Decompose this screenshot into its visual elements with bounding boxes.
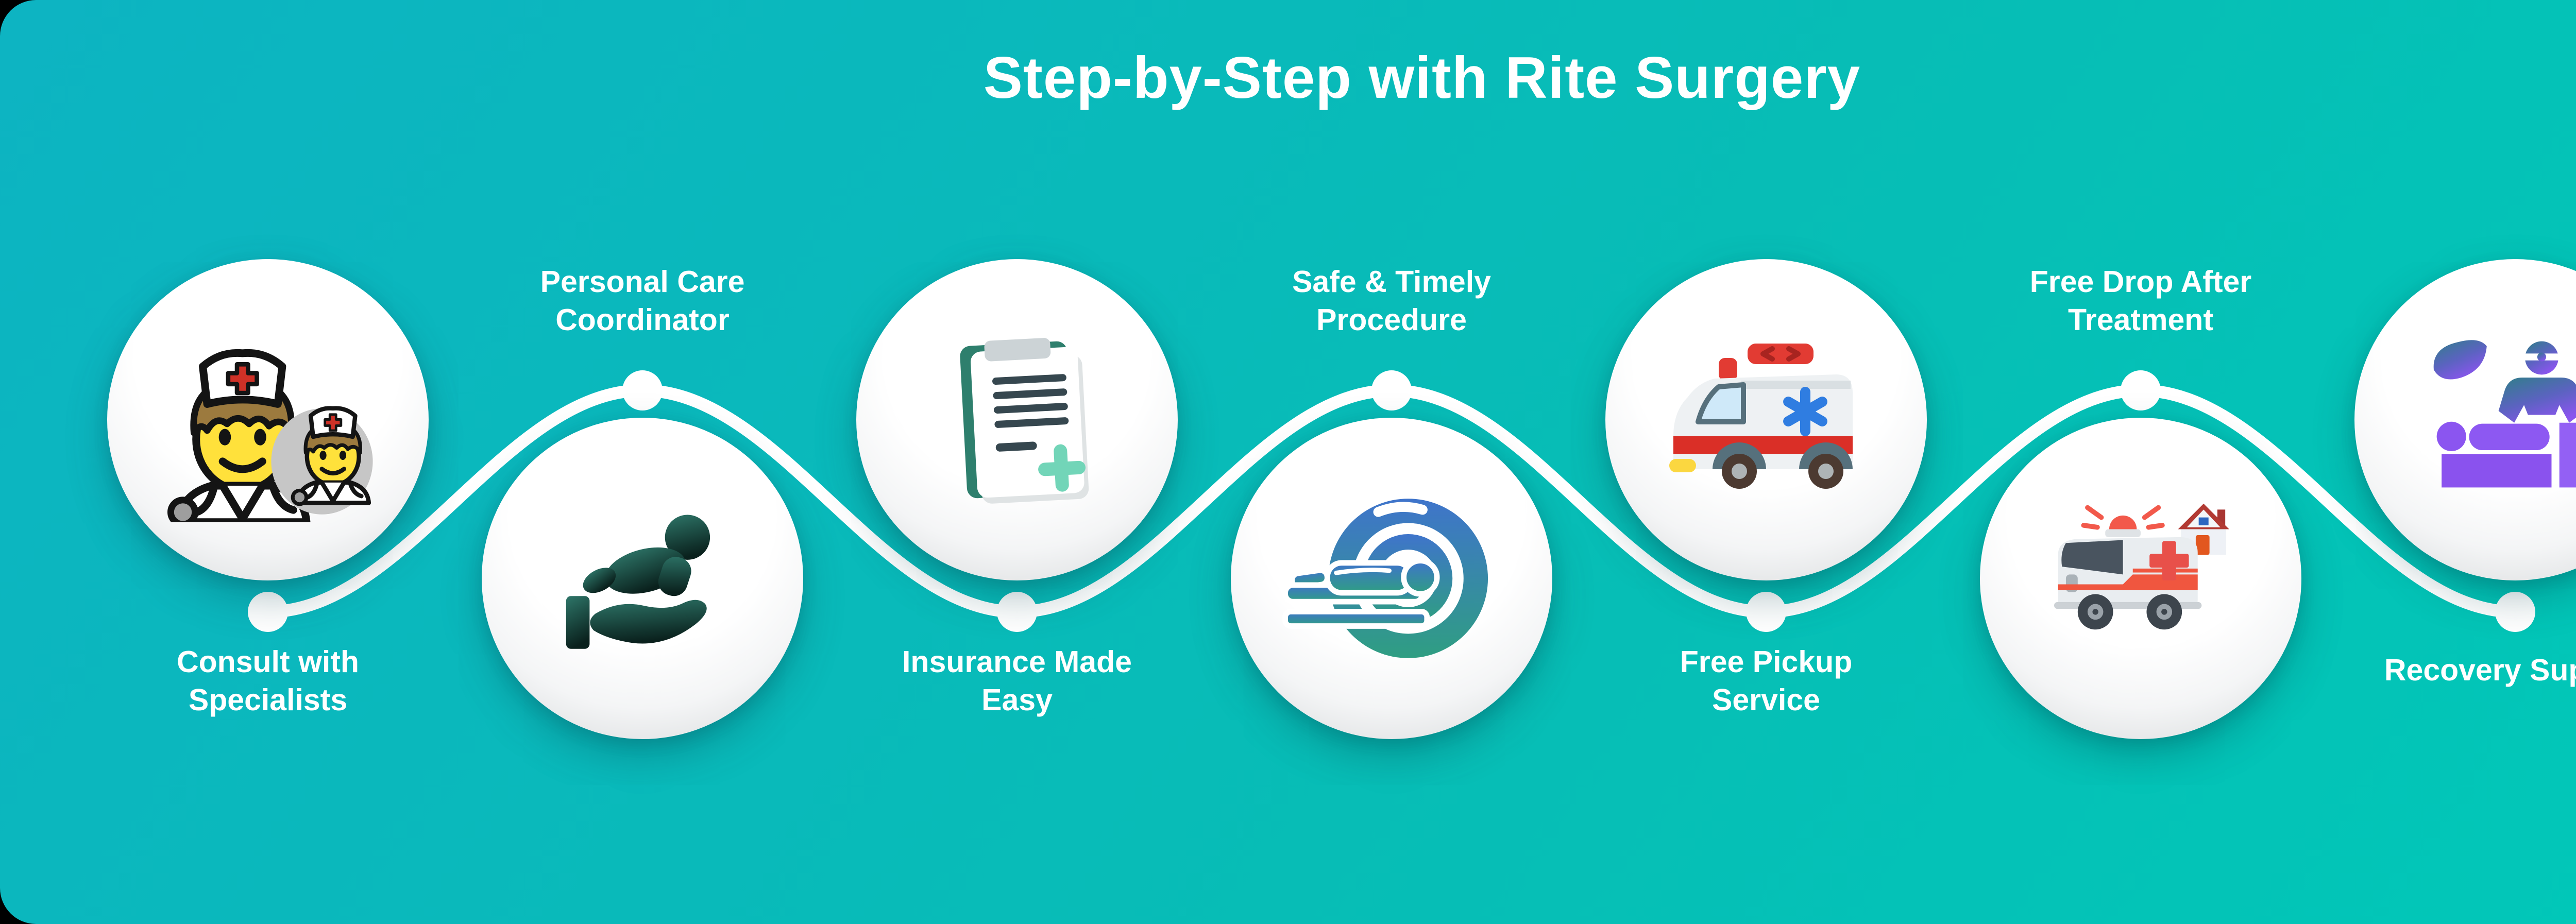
step-circle-insurance: [856, 259, 1178, 580]
step-label-care-coordinator: Personal Care Coordinator: [540, 265, 745, 337]
step-circle-consult: [107, 259, 429, 580]
ambulance-pickup-icon: [1669, 344, 1853, 489]
ambulance-drop-home-icon: [2054, 503, 2229, 630]
step-circle-procedure: [1231, 418, 1552, 739]
connector-dot: [1746, 592, 1786, 632]
connector-dot: [1371, 370, 1412, 410]
connector-dot: [997, 592, 1037, 632]
connector-dot: [248, 592, 288, 632]
insurance-document-icon: [960, 338, 1089, 504]
mri-scanner-icon: [1282, 499, 1488, 658]
doctors-icon: [167, 349, 373, 522]
connector-dot: [622, 370, 663, 410]
step-label-consult: Consult with Specialists: [177, 645, 359, 717]
connector-dot: [2121, 370, 2161, 410]
step-label-recovery: Recovery Support: [2384, 653, 2576, 687]
recovery-massage-icon: [2433, 340, 2576, 488]
step-circle-care-coordinator: [482, 418, 803, 739]
step-circle-drop: [1980, 418, 2301, 739]
step-label-drop: Free Drop After Treatment: [2029, 265, 2252, 337]
step-label-insurance: Insurance Made Easy: [902, 645, 1132, 717]
step-label-pickup: Free Pickup Service: [1680, 645, 1853, 717]
care-coordinator-icon: [566, 515, 710, 649]
step-label-procedure: Safe & Timely Procedure: [1292, 265, 1491, 337]
page-title: Step-by-Step with Rite Surgery: [983, 45, 1861, 111]
step-circle-pickup: [1605, 259, 1927, 580]
connector-dot: [2495, 592, 2535, 632]
